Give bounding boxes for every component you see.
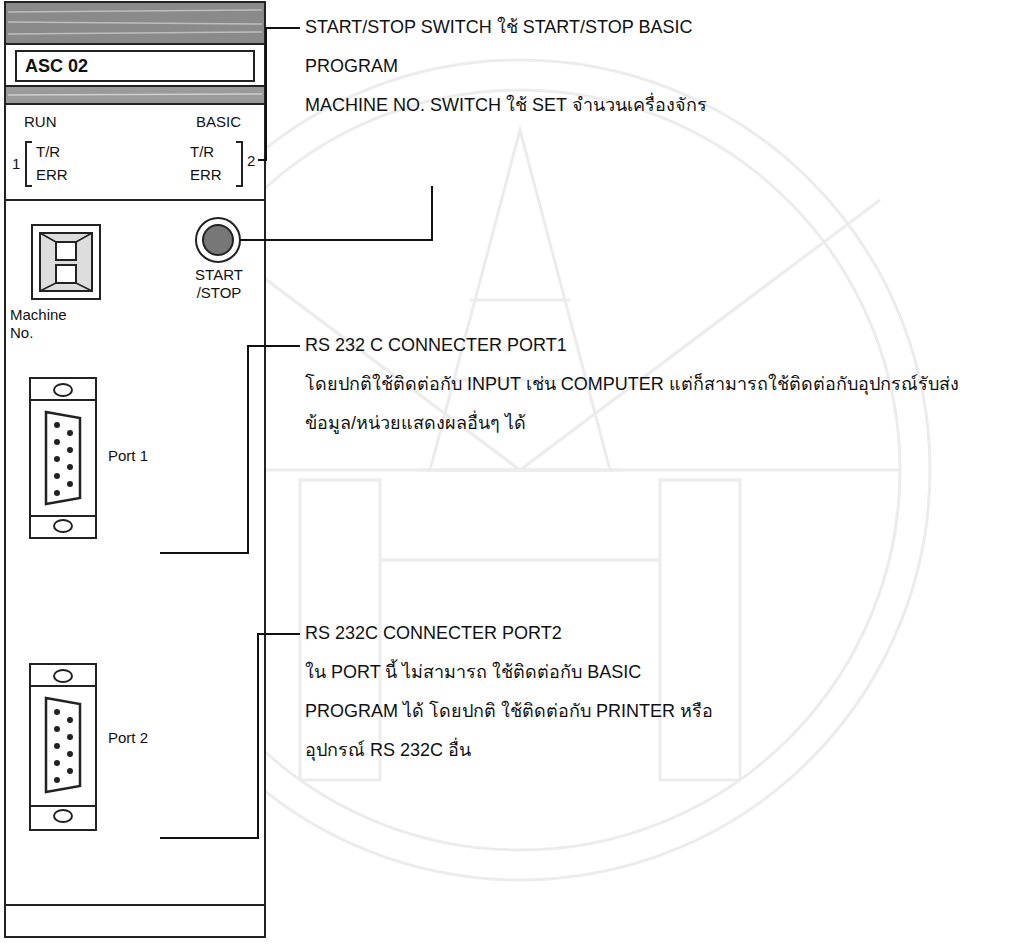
panel-label: Port 2 <box>108 729 148 747</box>
panel-label: RUN <box>24 113 57 131</box>
panel-label: START /STOP <box>193 266 245 302</box>
panel-label: 1 <box>12 155 20 173</box>
panel-label: ERR <box>190 166 222 184</box>
panel-label: BASIC <box>196 113 241 131</box>
callout-text: MACHINE NO. SWITCH ใช้ SET จำนวนเครื่องจ… <box>305 86 715 125</box>
callout-text: RS 232 C CONNECTER PORT1 <box>305 326 905 365</box>
callout-text: ใน PORT นี้ ไม่สามารถ ใช้ติดต่อกับ BASIC… <box>305 653 715 770</box>
callout-text: โดยปกติใช้ติดต่อกับ INPUT เช่น COMPUTER … <box>305 365 1000 443</box>
panel-label: Port 1 <box>108 447 148 465</box>
panel-label: T/R <box>190 143 214 161</box>
module-name: ASC 02 <box>25 56 88 77</box>
module-name-box: ASC 02 <box>15 50 255 82</box>
callout-text: RS 232C CONNECTER PORT2 <box>305 614 905 653</box>
panel-label: Machine No. <box>10 306 80 342</box>
panel-label: 2 <box>247 152 255 170</box>
callout-text: START/STOP SWITCH ใช้ START/STOP BASIC P… <box>305 8 705 86</box>
panel-label: ERR <box>36 166 68 184</box>
panel-label: T/R <box>36 143 60 161</box>
